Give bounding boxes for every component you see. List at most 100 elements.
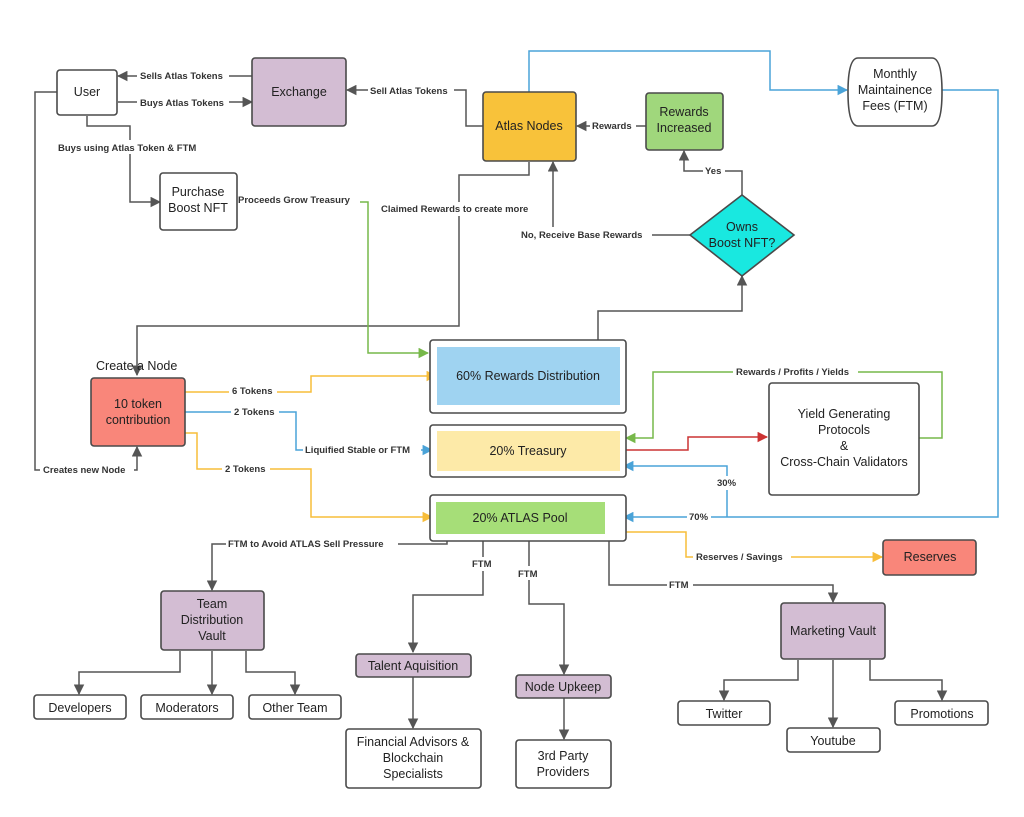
edge-to-developers	[73, 651, 181, 696]
node-token-contribution[interactable]: 10 token contribution	[90, 377, 186, 447]
node-upkeep[interactable]: Node Upkeep	[515, 674, 612, 699]
svg-text:Purchase: Purchase	[172, 185, 225, 199]
node-other-team[interactable]: Other Team	[248, 694, 342, 720]
node-user[interactable]: User	[56, 69, 118, 116]
svg-text:Reserves: Reserves	[904, 550, 957, 564]
svg-text:Fees (FTM): Fees (FTM)	[862, 99, 927, 113]
connectors	[34, 50, 999, 741]
node-developers[interactable]: Developers	[33, 694, 127, 720]
label-six-tokens: 6 Tokens	[232, 386, 272, 397]
svg-text:Cross-Chain Validators: Cross-Chain Validators	[780, 455, 908, 469]
label-buys-atlas: Buys Atlas Tokens	[140, 98, 224, 109]
edge-fees-treasury	[622, 460, 728, 517]
node-moderators[interactable]: Moderators	[140, 694, 234, 720]
node-youtube[interactable]: Youtube	[786, 727, 881, 753]
label-buys-using: Buys using Atlas Token & FTM	[58, 143, 196, 154]
edge-to-twitter	[718, 660, 799, 702]
label-ftm-1: FTM	[472, 559, 492, 570]
svg-text:Atlas Nodes: Atlas Nodes	[495, 119, 562, 133]
edge-fees-return	[622, 89, 999, 523]
svg-text:Increased: Increased	[657, 121, 712, 135]
svg-text:&: &	[840, 439, 849, 453]
label-rewards-profits: Rewards / Profits / Yields	[736, 367, 849, 378]
node-atlas-pool[interactable]: 20% ATLAS Pool	[429, 494, 627, 542]
svg-text:Boost NFT?: Boost NFT?	[709, 236, 776, 250]
node-owns-boost-decision[interactable]: Owns Boost NFT?	[688, 193, 796, 278]
edge-six-tokens	[185, 370, 438, 393]
label-proceeds: Proceeds Grow Treasury	[238, 195, 351, 206]
svg-text:Providers: Providers	[537, 765, 590, 779]
svg-text:Monthly: Monthly	[873, 67, 918, 81]
svg-text:Distribution: Distribution	[181, 613, 244, 627]
label-rewards: Rewards	[592, 121, 632, 132]
svg-text:Node Upkeep: Node Upkeep	[525, 680, 601, 694]
svg-text:20% Treasury: 20% Treasury	[489, 444, 567, 458]
edge-creates-new	[34, 91, 143, 471]
edge-rewards-to-diamond	[597, 274, 748, 341]
node-twitter[interactable]: Twitter	[677, 700, 771, 726]
svg-text:Owns: Owns	[726, 220, 758, 234]
edge-buys-using	[86, 116, 162, 208]
label-liquified: Liquified Stable or FTM	[305, 445, 410, 456]
node-atlas-nodes[interactable]: Atlas Nodes	[482, 91, 577, 162]
label-no-base: No, Receive Base Rewards	[521, 230, 642, 241]
node-rewards-distribution[interactable]: 60% Rewards Distribution	[429, 339, 627, 414]
node-financial[interactable]: Financial Advisors & Blockchain Speciali…	[345, 728, 482, 789]
edge-treasury-yield	[626, 431, 769, 451]
label-claimed: Claimed Rewards to create more	[381, 204, 528, 215]
svg-text:Youtube: Youtube	[810, 734, 855, 748]
label-ftm-avoid: FTM to Avoid ATLAS Sell Pressure	[228, 539, 384, 550]
svg-text:Specialists: Specialists	[383, 767, 443, 781]
label-two-tokens-b: 2 Tokens	[225, 464, 265, 475]
node-rewards-increased[interactable]: Rewards Increased	[645, 92, 724, 151]
node-promotions[interactable]: Promotions	[894, 700, 989, 726]
svg-text:20% ATLAS Pool: 20% ATLAS Pool	[473, 511, 568, 525]
edge-nodes-to-fees	[528, 50, 849, 96]
edge-ftm-marketing	[608, 532, 839, 604]
svg-text:Other Team: Other Team	[262, 701, 327, 715]
node-exchange[interactable]: Exchange	[251, 57, 347, 127]
label-sell-atlas: Sell Atlas Tokens	[370, 86, 448, 97]
svg-text:Yield Generating: Yield Generating	[798, 407, 891, 421]
edge-claimed	[131, 162, 530, 377]
edge-proceeds	[238, 201, 430, 359]
label-sells-atlas: Sells Atlas Tokens	[140, 71, 223, 82]
edge-ftm-upkeep	[528, 541, 570, 676]
svg-text:Blockchain: Blockchain	[383, 751, 443, 765]
svg-text:contribution: contribution	[106, 413, 171, 427]
svg-text:3rd Party: 3rd Party	[538, 749, 589, 763]
svg-text:Maintainence: Maintainence	[858, 83, 932, 97]
node-yield-protocols[interactable]: Yield Generating Protocols & Cross-Chain…	[768, 382, 920, 496]
label-reserves-savings: Reserves / Savings	[696, 552, 783, 563]
nodes: User Exchange Atlas Nodes Rewards Increa…	[33, 57, 989, 789]
svg-text:Twitter: Twitter	[706, 707, 743, 721]
svg-text:Promotions: Promotions	[910, 707, 973, 721]
svg-text:Moderators: Moderators	[155, 701, 218, 715]
node-reserves[interactable]: Reserves	[882, 539, 977, 576]
svg-text:10 token: 10 token	[114, 397, 162, 411]
label-two-tokens-a: 2 Tokens	[234, 407, 274, 418]
label-pct30: 30%	[717, 478, 737, 489]
edge-labels: Sells Atlas Tokens Buys Atlas Tokens Sel…	[40, 68, 858, 592]
svg-text:60% Rewards Distribution: 60% Rewards Distribution	[456, 369, 600, 383]
edge-no-base	[547, 160, 690, 236]
svg-text:Exchange: Exchange	[271, 85, 327, 99]
node-team-vault[interactable]: Team Distribution Vault	[160, 590, 265, 651]
node-purchase-boost[interactable]: Purchase Boost NFT	[159, 172, 238, 231]
svg-text:Rewards: Rewards	[659, 105, 708, 119]
label-pct70: 70%	[689, 512, 709, 523]
create-node-label: Create a Node	[96, 359, 177, 373]
svg-text:Financial Advisors &: Financial Advisors &	[357, 735, 470, 749]
edge-to-other-team	[245, 651, 301, 696]
label-creates-new: Creates new Node	[43, 465, 125, 476]
svg-text:Protocols: Protocols	[818, 423, 870, 437]
svg-text:Talent Aquisition: Talent Aquisition	[368, 659, 458, 673]
label-yes: Yes	[705, 166, 721, 177]
node-monthly-fees[interactable]: Monthly Maintainence Fees (FTM)	[847, 57, 943, 127]
node-treasury[interactable]: 20% Treasury	[429, 424, 627, 478]
svg-text:User: User	[74, 85, 100, 99]
node-talent[interactable]: Talent Aquisition	[355, 653, 472, 678]
node-third-party[interactable]: 3rd Party Providers	[515, 739, 612, 789]
node-marketing-vault[interactable]: Marketing Vault	[780, 602, 886, 660]
